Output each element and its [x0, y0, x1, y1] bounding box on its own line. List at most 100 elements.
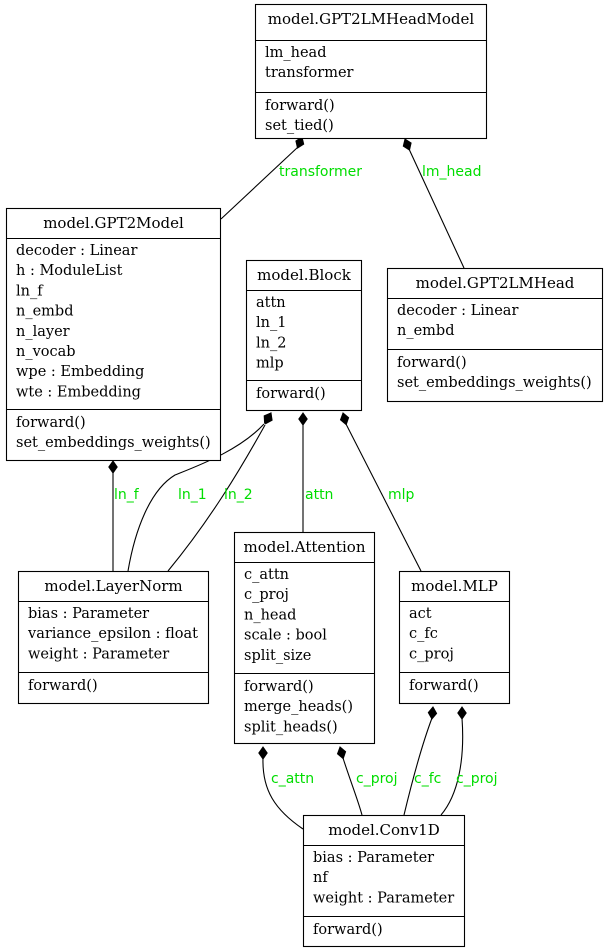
class-attribute: bias : Parameter [313, 850, 434, 866]
class-gpt2lmheadmodel[interactable]: model.GPT2LMHeadModel lm_head transformer f… [254, 3, 488, 140]
class-attribute: variance_epsilon : float [27, 626, 198, 642]
class-method: forward() [256, 386, 326, 402]
edge-label-c-fc: c_fc [414, 771, 441, 787]
composition-diamond-icon [457, 706, 467, 720]
class-attribute: c_fc [409, 626, 438, 642]
edge-label-ln-1: ln_1 [178, 487, 207, 503]
edge-c-proj-attention [336, 746, 363, 816]
class-method: forward() [397, 355, 467, 371]
class-attribute: ln_2 [256, 335, 286, 351]
composition-diamond-icon [336, 746, 347, 760]
edge-line [440, 717, 464, 816]
class-attribute: bias : Parameter [28, 606, 149, 622]
class-title: model.Block [257, 266, 352, 284]
class-method: forward() [265, 98, 335, 114]
edge-line [167, 424, 266, 572]
edge-transformer [220, 136, 305, 220]
edge-lm-head [402, 138, 465, 269]
class-method: forward() [409, 678, 479, 694]
edge-mlp [339, 412, 422, 572]
class-box [5, 207, 222, 462]
class-attribute: act [409, 606, 432, 622]
class-attribute: c_proj [244, 587, 289, 603]
composition-diamond-icon [108, 460, 118, 474]
class-box [17, 570, 210, 705]
class-title: model.GPT2LMHeadModel [268, 10, 475, 28]
edge-ln-f [108, 460, 118, 571]
class-attribute: weight : Parameter [28, 646, 169, 662]
class-box [254, 3, 488, 140]
class-attribute: scale : bool [244, 628, 327, 644]
edge-line [342, 757, 363, 816]
class-box [302, 814, 466, 948]
class-box [398, 570, 511, 705]
edge-line [408, 148, 465, 269]
class-box [245, 259, 363, 412]
class-attribute: n_head [244, 607, 296, 623]
edge-label-mlp: mlp [388, 487, 415, 503]
class-title: model.GPT2LMHead [416, 274, 575, 292]
class-method: set_embeddings_weights() [397, 375, 592, 391]
class-attribute: attn [256, 295, 286, 311]
class-method: forward() [28, 678, 98, 694]
class-gpt2lmhead[interactable]: model.GPT2LMHead decoder : Linear n_embdfo… [386, 267, 604, 403]
edge-ln-2 [167, 412, 273, 572]
class-method: split_heads() [244, 719, 338, 735]
edge-c-attn [258, 746, 304, 830]
edge-line [220, 146, 299, 220]
edge-line [345, 423, 422, 572]
edge-c-fc [403, 706, 438, 816]
class-box [386, 267, 604, 403]
edge-attn [298, 412, 308, 532]
class-title: model.GPT2Model [43, 214, 184, 232]
class-attribute: n_vocab [16, 344, 76, 360]
composition-diamond-icon [298, 412, 308, 426]
composition-diamond-icon [264, 412, 273, 425]
class-attribute: weight : Parameter [313, 890, 454, 906]
class-method: forward() [244, 679, 314, 695]
composition-diamond-icon [402, 138, 412, 151]
class-attribute: transformer [265, 65, 354, 81]
composition-diamond-icon [339, 412, 350, 426]
edge-label-ln-f: ln_f [114, 487, 140, 503]
edge-label-ln-2: ln_2 [224, 487, 253, 503]
class-attribute: lm_head [265, 45, 326, 61]
class-attribute: h : ModuleList [16, 263, 123, 279]
class-method: forward() [16, 415, 86, 431]
composition-diamond-icon [258, 746, 268, 760]
class-method: merge_heads() [244, 699, 353, 715]
class-mlp[interactable]: model.MLP act c_fc c_proj forward() [398, 570, 511, 705]
edge-line [403, 717, 433, 816]
class-box [233, 531, 376, 745]
class-attribute: n_embd [16, 304, 73, 320]
class-attribute: wpe : Embedding [16, 364, 144, 380]
class-title: model.Attention [244, 538, 366, 556]
class-attribute: n_embd [397, 323, 454, 339]
edge-label-transformer: transformer [279, 164, 362, 180]
edge-label-lm-head: lm_head [422, 164, 481, 180]
edge-line [127, 423, 265, 572]
class-title: model.MLP [411, 577, 498, 595]
edge-label-c-proj-attention: c_proj [356, 771, 398, 787]
class-attribute: ln_f [16, 283, 44, 299]
edge-label-attn: attn [305, 487, 333, 503]
class-attribute: ln_1 [256, 315, 286, 331]
class-layernorm[interactable]: model.LayerNorm bias : Parameter variance_… [17, 570, 210, 705]
class-title: model.LayerNorm [44, 577, 182, 595]
class-attribute: c_proj [409, 646, 454, 662]
edge-c-proj-mlp [440, 706, 467, 816]
class-attribute: nf [313, 870, 329, 886]
class-attribute: decoder : Linear [397, 303, 518, 319]
edge-label-c-attn: c_attn [271, 771, 314, 787]
class-attribute: mlp [256, 356, 284, 372]
class-attribute: wte : Embedding [16, 384, 141, 400]
classes-layer: model.GPT2LMHeadModel lm_head transformer f… [5, 3, 604, 948]
class-method: set_embeddings_weights() [16, 435, 211, 451]
edge-label-c-proj-mlp: c_proj [456, 771, 498, 787]
